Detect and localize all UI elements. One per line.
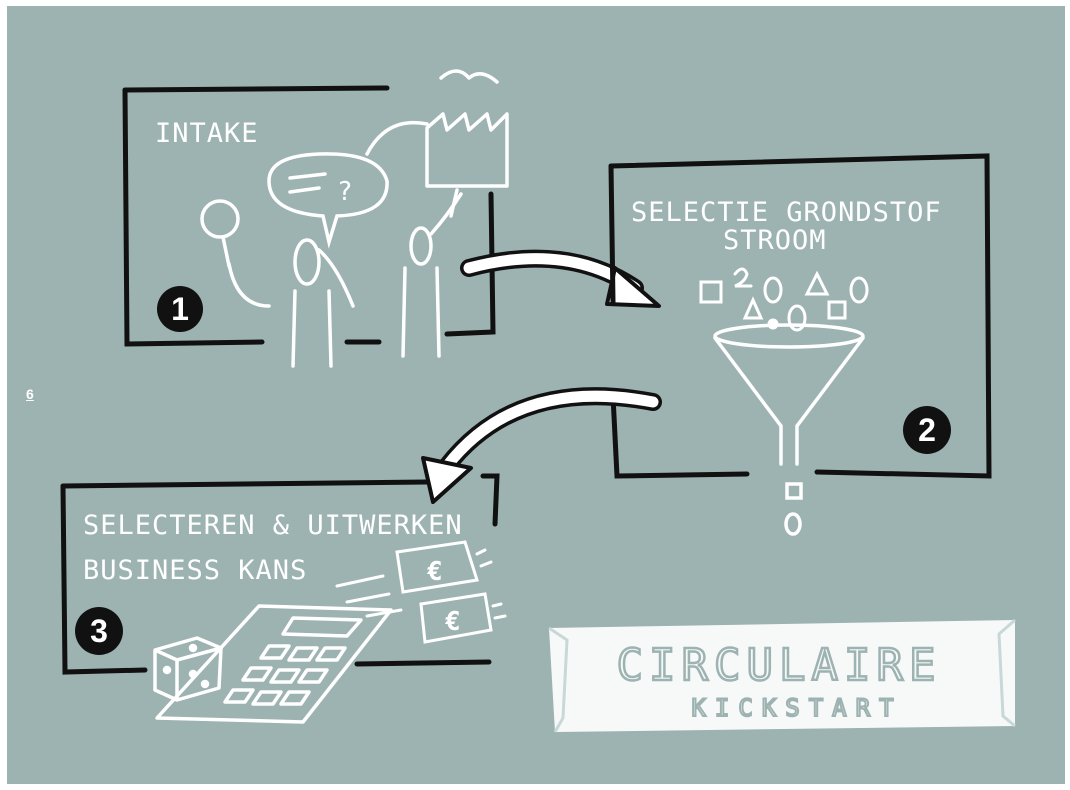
illustration-canvas: 6 INTAKE	[7, 6, 1065, 784]
euro-symbol-1: €	[427, 557, 444, 587]
factory-icon	[365, 69, 509, 218]
banner-title: CIRCULAIRE	[617, 640, 942, 691]
step-3-title-line2: BUSINESS KANS	[83, 555, 307, 586]
panel-intake: INTAKE ?	[122, 69, 509, 368]
process-diagram: INTAKE ?	[60, 69, 1016, 733]
panel-business: SELECTEREN & UITWERKEN BUSINESS KANS € €	[60, 473, 507, 724]
material-shapes	[699, 267, 869, 332]
panel-frame-1	[122, 85, 496, 347]
step-3-title-line1: SELECTEREN & UITWERKEN	[83, 510, 463, 541]
calculator-icon	[155, 604, 393, 724]
step-1-badge	[157, 286, 203, 332]
banknote-icon	[335, 540, 507, 644]
page-number: 6	[26, 386, 34, 402]
circulaire-kickstart-banner: CIRCULAIRE KICKSTART	[548, 618, 1016, 733]
arrow-icon	[460, 249, 661, 308]
step-2-title-line2: STROOM	[723, 225, 827, 256]
banner-subtitle: KICKSTART	[691, 694, 902, 722]
funnel-icon	[713, 323, 865, 536]
step-3-number: 3	[90, 613, 108, 649]
step-2-badge	[903, 406, 951, 454]
step-1-number: 1	[171, 291, 189, 327]
arrow-icon-2	[421, 387, 662, 504]
step-1-title: INTAKE	[155, 118, 259, 149]
panel-frame-2	[608, 153, 992, 479]
person-figure-left	[291, 238, 355, 368]
question-mark: ?	[337, 177, 354, 207]
dice-icon	[153, 636, 223, 702]
person-figure-right	[401, 192, 463, 358]
speech-bubble-icon	[267, 152, 389, 249]
step-2-title-line1: SELECTIE GRONDSTOF	[631, 197, 942, 228]
magnifier-icon	[200, 199, 271, 308]
panel-frame-3	[60, 473, 500, 675]
euro-symbol-2: €	[445, 607, 462, 637]
step-2-number: 2	[918, 412, 936, 448]
step-3-badge	[75, 607, 123, 655]
panel-selectie: SELECTIE GRONDSTOF STROOM	[608, 153, 992, 536]
